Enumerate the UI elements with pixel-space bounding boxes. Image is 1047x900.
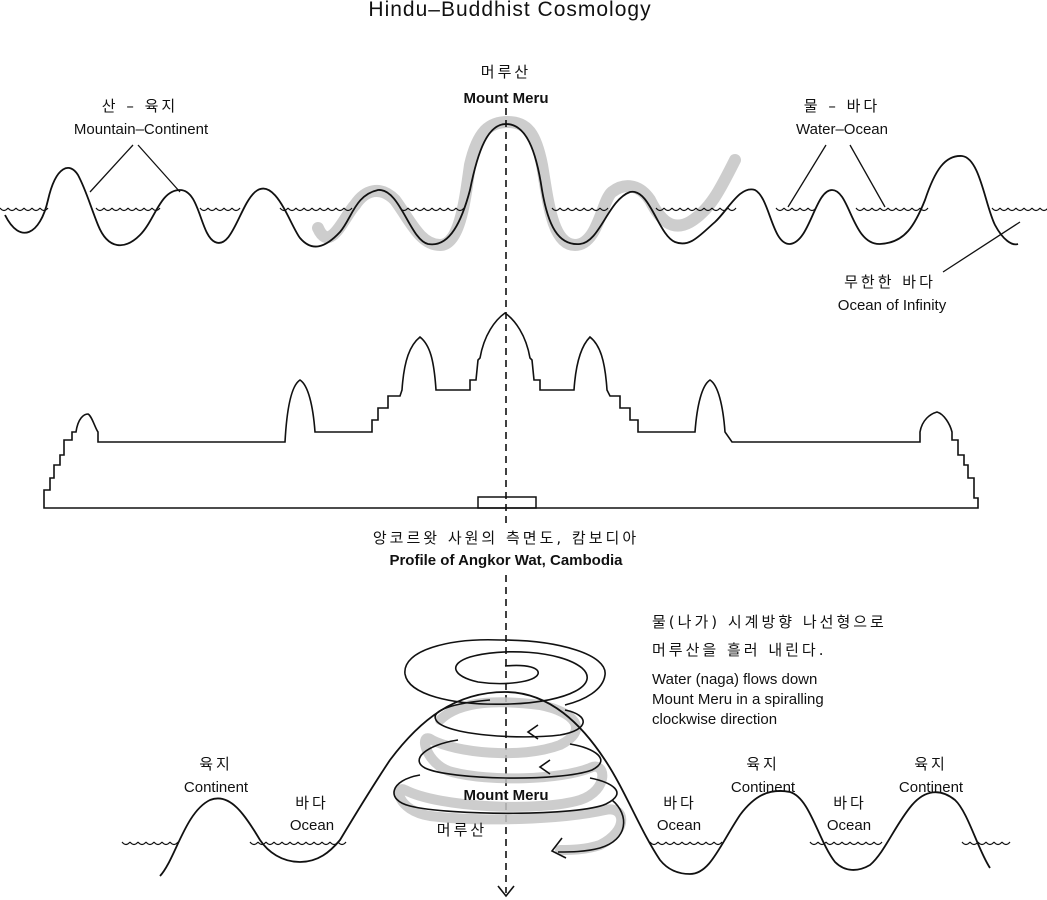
water-label-ko: 물 – 바다 (803, 97, 881, 115)
naga-band-top (312, 115, 741, 252)
spiral-arrow-3 (550, 837, 567, 859)
ocean-3-en: Ocean (826, 817, 872, 834)
leader-infinity (942, 221, 1021, 273)
leader-mountain-2 (137, 144, 181, 193)
water-line-top (0, 207, 1047, 212)
angkor-label-en: Profile of Angkor Wat, Cambodia (389, 552, 623, 569)
ocean-1-ko: 바다 (295, 794, 329, 812)
spiral-meru-en: Mount Meru (463, 787, 549, 804)
infinity-label-ko: 무한한 바다 (844, 273, 936, 291)
spiral-desc-en-2: Mount Meru in a spiralling (652, 691, 824, 708)
meru-label-ko: 머루산 (480, 63, 532, 81)
naga-spiral (404, 638, 606, 706)
continent-2-en: Continent (730, 779, 796, 796)
mountain-wave-bottom (159, 691, 991, 877)
ocean-3-ko: 바다 (833, 794, 867, 812)
ocean-2-ko: 바다 (663, 794, 697, 812)
axis-arrow-head (497, 885, 515, 898)
infinity-label-en: Ocean of Infinity (837, 297, 947, 314)
spiral-arrow-1 (526, 724, 539, 740)
mountain-wave-top (4, 123, 1019, 248)
diagram-title: Hindu–Buddhist Cosmology (368, 0, 652, 21)
meru-label-en: Mount Meru (463, 90, 549, 107)
continent-2-ko: 육지 (746, 755, 780, 773)
ocean-2-en: Ocean (656, 817, 702, 834)
water-label-en: Water–Ocean (796, 121, 888, 138)
angkor-wat-profile (43, 312, 979, 509)
spiral-coil-4 (557, 799, 625, 853)
leader-water-1 (787, 144, 827, 208)
ocean-1-en: Ocean (289, 817, 335, 834)
spiral-coil-3 (393, 774, 618, 815)
water-line-bottom (121, 841, 1011, 846)
leader-water-2 (849, 144, 886, 208)
continent-3-ko: 육지 (914, 755, 948, 773)
spiral-coil-2 (418, 739, 602, 779)
mountain-label-ko: 산 – 육지 (101, 97, 179, 115)
angkor-base-step (477, 496, 537, 509)
angkor-label-ko: 앙코르왓 사원의 측면도, 캄보디아 (372, 529, 640, 547)
spiral-desc-ko-2: 머루산을 흘러 내린다. (652, 641, 827, 659)
naga-band-spiral (394, 697, 627, 855)
spiral-desc-en-1: Water (naga) flows down (652, 671, 818, 688)
mountain-label-en: Mountain–Continent (73, 121, 209, 138)
continent-1-ko: 육지 (199, 755, 233, 773)
continent-3-en: Continent (898, 779, 964, 796)
leader-mountain-1 (89, 144, 134, 193)
spiral-arrow-2 (538, 759, 551, 775)
spiral-meru-ko: 머루산 (436, 821, 488, 839)
continent-1-en: Continent (183, 779, 249, 796)
spiral-desc-ko-1: 물(나가) 시계방향 나선형으로 (652, 613, 887, 631)
spiral-desc-en-3: clockwise direction (652, 711, 778, 728)
